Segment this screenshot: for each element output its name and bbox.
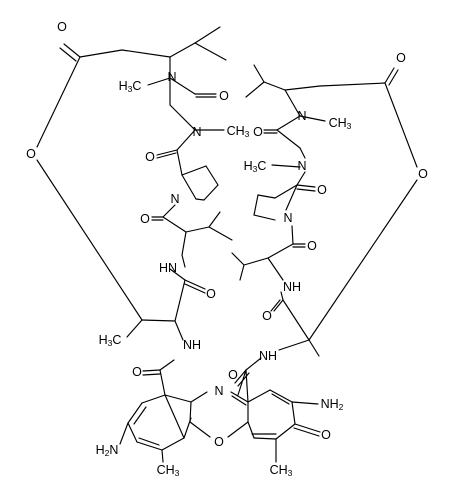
methyl-group-ring-right: CH3 [270, 463, 293, 478]
atom-o-sarcosine-right: O [253, 125, 263, 139]
atom-nh-threonine-right: NH [259, 349, 277, 363]
atom-n-proline-left: N [170, 192, 179, 206]
atom-o-valine-left: O [206, 287, 216, 301]
methyl-group-n-left: H3C [119, 79, 142, 94]
methyl-group-n-right: CH3 [329, 116, 352, 131]
atom-o-lactone-carbonyl-left: O [57, 20, 67, 34]
atom-n-sarcosine-left: N [192, 125, 201, 139]
atom-o-amide-right: O [228, 368, 238, 382]
atom-n-methyl-right: N [297, 109, 306, 123]
atom-o-phenoxazine: O [214, 435, 224, 449]
atom-o-lactone-ring-left: O [26, 147, 36, 161]
atom-o-proline-left-b: O [140, 212, 150, 226]
atom-o-lactone-carbonyl-right: O [396, 51, 406, 65]
methyl-group-threonine-left: H3C [99, 333, 122, 348]
atom-n-proline-right: N [283, 211, 292, 225]
amino-group-left: H2N [96, 443, 119, 458]
atom-n-sarcosine-right: N [297, 159, 306, 173]
atom-nh-valine-right: NH [283, 280, 301, 294]
atom-o-proline-left-a: O [145, 150, 155, 164]
atom-labels: O O N H3C O N CH3 O N O HN O H3C NH [26, 20, 428, 478]
atom-o-sarcosine-left: O [219, 89, 229, 103]
atom-nh-threonine-left: NH [183, 338, 201, 352]
atom-n-phenoxazine: N [214, 384, 223, 398]
atom-o-proline-right-b: O [307, 239, 317, 253]
atom-o-lactone-ring-right: O [418, 167, 428, 181]
bond-lines [36, 26, 418, 463]
methyl-group-ring-left: CH3 [157, 463, 180, 478]
atom-o-valine-right: O [262, 309, 272, 323]
atom-o-amide-left: O [132, 365, 142, 379]
atom-o-quinone: O [321, 428, 331, 442]
atom-nh-valine-left: HN [159, 261, 177, 275]
methyl-group-sarcosine-left: CH3 [227, 124, 250, 139]
amino-group-right: NH2 [321, 397, 344, 412]
methyl-group-sarcosine-right: H3C [244, 159, 267, 174]
atom-o-proline-right-a: O [317, 183, 327, 197]
atom-n-methyl-left: N [167, 70, 176, 84]
